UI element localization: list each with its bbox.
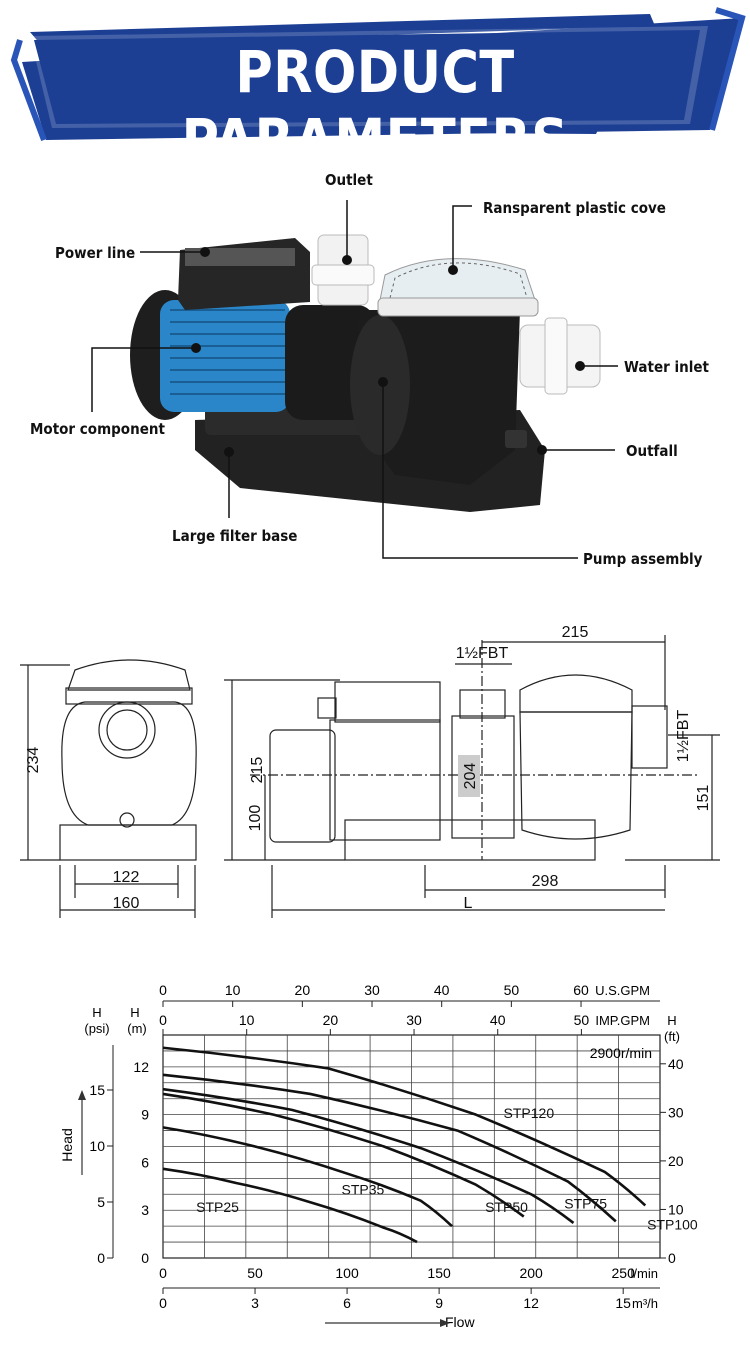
y-tick-label: 12 bbox=[133, 1059, 149, 1075]
imp-tick-label: 40 bbox=[490, 1012, 506, 1028]
callout-plastic-cover: Ransparent plastic cove bbox=[483, 199, 666, 217]
curve-stp50 bbox=[162, 1092, 525, 1218]
y-unit-label: H bbox=[130, 1005, 139, 1020]
us-gpm-tick-label: 20 bbox=[295, 982, 311, 998]
x-tick-label: 250 bbox=[612, 1265, 636, 1281]
y-tick-label: 3 bbox=[141, 1202, 149, 1218]
page-title: PRODUCT PARAMETERS bbox=[181, 38, 569, 174]
dim-base-length: 298 bbox=[532, 873, 559, 890]
psi-tick-label: 15 bbox=[89, 1082, 105, 1098]
us-gpm-tick-label: 50 bbox=[504, 982, 520, 998]
pump-illustration bbox=[91, 200, 618, 559]
curve-stp120 bbox=[162, 1046, 647, 1207]
series-label-stp50: STP50 bbox=[485, 1199, 528, 1215]
callout-motor-component: Motor component bbox=[30, 420, 165, 438]
imp-tick-label: 30 bbox=[406, 1012, 422, 1028]
imp-tick-label: 0 bbox=[159, 1012, 167, 1028]
callout-power-line: Power line bbox=[55, 244, 136, 262]
psi-tick-label: 5 bbox=[97, 1194, 105, 1210]
dimension-svg: 234 122 160 1½FBT 215 215 100 204 1½FBT … bbox=[20, 624, 720, 918]
imp-tick-label: 20 bbox=[323, 1012, 339, 1028]
series-label-stp25: STP25 bbox=[196, 1199, 239, 1215]
dim-inlet-height: 151 bbox=[695, 785, 712, 812]
us-gpm-tick-label: 60 bbox=[573, 982, 589, 998]
series-label-stp35: STP35 bbox=[342, 1181, 385, 1197]
x-tick-label: 0 bbox=[159, 1265, 167, 1281]
x-unit-label: l/min bbox=[631, 1266, 658, 1281]
flow-arrow-head bbox=[440, 1319, 450, 1327]
y-tick-label: 6 bbox=[141, 1154, 149, 1170]
ft-tick-label: 0 bbox=[668, 1250, 676, 1266]
us-gpm-tick-label: 10 bbox=[225, 982, 241, 998]
psi-unit-label: H bbox=[92, 1005, 101, 1020]
ft-tick-label: 40 bbox=[668, 1056, 684, 1072]
y-tick-label: 9 bbox=[141, 1107, 149, 1123]
curve-stp35 bbox=[162, 1126, 453, 1228]
ft-tick-label: 30 bbox=[668, 1104, 684, 1120]
series-label-stp100: STP100 bbox=[647, 1216, 698, 1232]
x-secondary-tick-label: 3 bbox=[251, 1295, 259, 1311]
x-title: Flow bbox=[445, 1314, 475, 1330]
x-secondary-tick-label: 6 bbox=[343, 1295, 351, 1311]
ft-tick-label: 20 bbox=[668, 1153, 684, 1169]
imp-tick-label: 10 bbox=[239, 1012, 255, 1028]
dim-top-length: 215 bbox=[562, 624, 589, 641]
speed-annotation: 2900r/min bbox=[590, 1045, 652, 1061]
psi-tick-label: 0 bbox=[97, 1250, 105, 1266]
x-tick-label: 50 bbox=[247, 1265, 263, 1281]
curve-stp75 bbox=[162, 1087, 575, 1224]
imp-tick-label: 50 bbox=[574, 1012, 590, 1028]
dim-axis-height: 100 bbox=[247, 805, 264, 832]
dim-front-height: 234 bbox=[25, 747, 42, 774]
series-label-stp75: STP75 bbox=[564, 1196, 607, 1212]
us-gpm-tick-label: 40 bbox=[434, 982, 450, 998]
callout-filter-base: Large filter base bbox=[172, 527, 298, 545]
imp-unit-label: IMP.GPM bbox=[595, 1013, 650, 1028]
pump-overview: Outlet Ransparent plastic cove Power lin… bbox=[0, 150, 750, 590]
front-view bbox=[20, 659, 197, 918]
dim-body-diameter: 204 bbox=[462, 763, 479, 790]
dimension-drawing: 234 122 160 1½FBT 215 215 100 204 1½FBT … bbox=[0, 620, 750, 930]
x-secondary-tick-label: 12 bbox=[523, 1295, 539, 1311]
chart-grid bbox=[162, 1034, 661, 1259]
x-secondary-tick-label: 15 bbox=[615, 1295, 631, 1311]
x-secondary-tick-label: 9 bbox=[435, 1295, 443, 1311]
title-banner: PRODUCT PARAMETERS bbox=[0, 0, 750, 174]
ft-unit-label: H bbox=[667, 1013, 676, 1028]
banner-shape bbox=[10, 7, 746, 142]
x-tick-label: 100 bbox=[335, 1265, 359, 1281]
curve-stp100 bbox=[162, 1073, 617, 1223]
head-arrow-head bbox=[78, 1090, 86, 1100]
ft-unit-sub: (ft) bbox=[664, 1029, 680, 1044]
psi-unit-sub: (psi) bbox=[84, 1021, 109, 1036]
y-tick-label: 0 bbox=[141, 1250, 149, 1266]
dim-front-inner-width: 122 bbox=[113, 869, 140, 886]
x-secondary-tick-label: 0 bbox=[159, 1295, 167, 1311]
x-secondary-unit-label: m³/h bbox=[632, 1296, 658, 1311]
us-gpm-tick-label: 30 bbox=[364, 982, 380, 998]
callout-outfall: Outfall bbox=[626, 442, 678, 460]
callout-outlet: Outlet bbox=[325, 171, 373, 189]
dim-side-height: 215 bbox=[249, 757, 266, 784]
y-title: Head bbox=[59, 1128, 75, 1161]
dim-outlet-size: 1½FBT bbox=[456, 645, 509, 662]
curve-stp25 bbox=[162, 1167, 418, 1244]
dim-overall-length: L bbox=[464, 895, 473, 912]
us-gpm-tick-label: 0 bbox=[159, 982, 167, 998]
psi-tick-label: 10 bbox=[89, 1138, 105, 1154]
y-unit-sub: (m) bbox=[127, 1021, 147, 1036]
x-tick-label: 200 bbox=[519, 1265, 543, 1281]
us-gpm-unit-label: U.S.GPM bbox=[595, 983, 650, 998]
ft-tick-label: 10 bbox=[668, 1201, 684, 1217]
dim-inlet-size: 1½FBT bbox=[675, 710, 692, 763]
x-tick-label: 150 bbox=[427, 1265, 451, 1281]
dim-front-width: 160 bbox=[113, 895, 140, 912]
series-label-stp120: STP120 bbox=[504, 1105, 555, 1121]
callout-pump-assembly: Pump assembly bbox=[583, 550, 703, 568]
callout-water-inlet: Water inlet bbox=[624, 358, 709, 376]
